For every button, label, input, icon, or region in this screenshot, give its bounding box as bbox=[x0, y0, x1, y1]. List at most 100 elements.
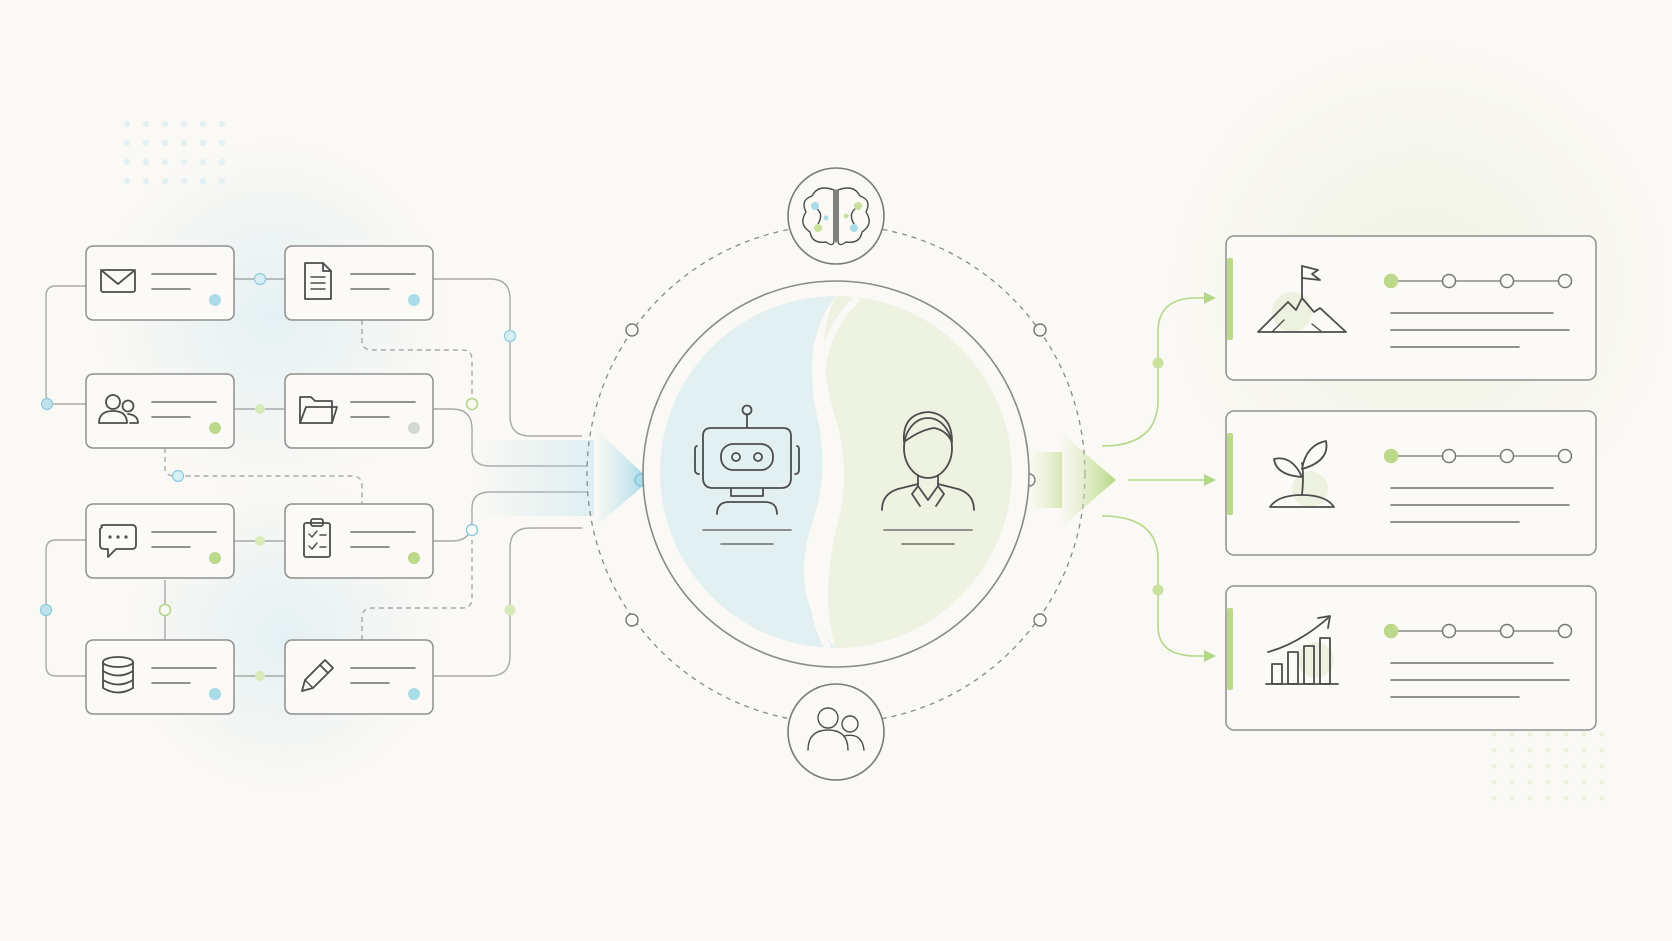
grid-dot bbox=[142, 158, 150, 166]
progress-step bbox=[1499, 273, 1515, 289]
grid-dot bbox=[1491, 747, 1497, 753]
progress-step bbox=[1441, 623, 1457, 639]
connector-line-dashed bbox=[361, 540, 473, 640]
output-card[interactable] bbox=[1225, 585, 1597, 731]
orbit-node bbox=[1033, 613, 1047, 627]
grid-dot bbox=[199, 139, 207, 147]
card-frame bbox=[1225, 585, 1597, 731]
input-node-card[interactable] bbox=[284, 639, 434, 715]
grid-dot bbox=[161, 139, 169, 147]
grid-dot bbox=[1599, 763, 1605, 769]
folder-icon bbox=[299, 396, 338, 424]
progress-step bbox=[1441, 273, 1457, 289]
input-node-card[interactable] bbox=[85, 639, 235, 715]
clipboard-checklist-icon bbox=[303, 518, 331, 558]
brain-icon bbox=[802, 187, 870, 246]
grid-dot bbox=[1527, 731, 1533, 737]
brain-satellite[interactable] bbox=[787, 167, 885, 265]
grid-dot bbox=[218, 177, 226, 185]
grid-dot bbox=[1527, 747, 1533, 753]
connector-arrowhead bbox=[1204, 292, 1216, 304]
card-accent-bar bbox=[1227, 608, 1233, 690]
junction-dot bbox=[171, 469, 185, 483]
status-dot bbox=[209, 294, 221, 306]
connector-arrowhead bbox=[1204, 474, 1216, 486]
grid-dot bbox=[123, 120, 131, 128]
grid-dot bbox=[1563, 731, 1569, 737]
card-frame bbox=[1225, 235, 1597, 381]
hub-divider bbox=[809, 295, 861, 650]
output-cards bbox=[1225, 235, 1597, 731]
input-node-card[interactable] bbox=[284, 373, 434, 449]
grid-dot bbox=[1581, 731, 1587, 737]
grid-dot bbox=[123, 177, 131, 185]
output-card[interactable] bbox=[1225, 235, 1597, 381]
connector-line bbox=[432, 278, 582, 437]
card-frame bbox=[85, 373, 235, 449]
pencil-icon bbox=[301, 659, 334, 692]
grid-dot bbox=[1581, 747, 1587, 753]
junction-dot bbox=[255, 404, 265, 414]
team-satellite[interactable] bbox=[787, 683, 885, 781]
status-dot bbox=[209, 552, 221, 564]
grid-dot bbox=[180, 177, 188, 185]
input-node-card[interactable] bbox=[85, 373, 235, 449]
grid-dot bbox=[1599, 747, 1605, 753]
grid-dot bbox=[218, 120, 226, 128]
grid-dot bbox=[142, 177, 150, 185]
grid-dot bbox=[1563, 779, 1569, 785]
junction-dot bbox=[255, 671, 265, 681]
junction-dot bbox=[39, 603, 53, 617]
progress-steps bbox=[1383, 623, 1573, 639]
grid-dot bbox=[1491, 731, 1497, 737]
input-node-card[interactable] bbox=[284, 245, 434, 321]
satellite-ring bbox=[787, 683, 885, 781]
input-node-card[interactable] bbox=[85, 503, 235, 579]
grid-dot bbox=[1509, 779, 1515, 785]
grid-dot bbox=[1491, 795, 1497, 801]
status-dot bbox=[408, 688, 420, 700]
document-icon bbox=[304, 262, 332, 300]
progress-step bbox=[1557, 623, 1573, 639]
card-accent-bar bbox=[1227, 258, 1233, 340]
grid-dot bbox=[1509, 763, 1515, 769]
grid-dot bbox=[1491, 763, 1497, 769]
card-frame bbox=[284, 245, 434, 321]
grid-dot bbox=[180, 158, 188, 166]
grid-dot bbox=[1581, 763, 1587, 769]
junction-dot bbox=[158, 603, 172, 617]
connector-line bbox=[45, 539, 86, 677]
grid-dot bbox=[123, 158, 131, 166]
card-frame bbox=[284, 503, 434, 579]
sprout-icon bbox=[1269, 440, 1335, 508]
person-icon bbox=[881, 411, 975, 545]
ai-half bbox=[660, 296, 836, 648]
dot-grid-right bbox=[1491, 731, 1605, 801]
growth-chart-icon bbox=[1265, 615, 1339, 685]
flow-arrowhead-blue bbox=[594, 428, 650, 528]
progress-step bbox=[1441, 448, 1457, 464]
card-frame bbox=[85, 503, 235, 579]
grid-dot bbox=[1581, 779, 1587, 785]
card-accent-bar bbox=[1227, 433, 1233, 515]
chat-bubble-icon bbox=[99, 524, 137, 558]
grid-dot bbox=[199, 120, 207, 128]
input-node-card[interactable] bbox=[85, 245, 235, 321]
progress-step bbox=[1499, 448, 1515, 464]
input-connectors bbox=[45, 278, 588, 677]
output-connectors bbox=[1101, 292, 1216, 662]
status-dot bbox=[408, 552, 420, 564]
grid-dot bbox=[142, 120, 150, 128]
grid-dot bbox=[1599, 795, 1605, 801]
status-dot bbox=[408, 294, 420, 306]
input-node-card[interactable] bbox=[284, 503, 434, 579]
connector-arrowhead bbox=[1204, 650, 1216, 662]
orbit-node bbox=[625, 323, 639, 337]
envelope-icon bbox=[100, 269, 136, 293]
grid-dot bbox=[1545, 747, 1551, 753]
progress-step bbox=[1499, 623, 1515, 639]
grid-dot bbox=[1599, 731, 1605, 737]
junction-dot bbox=[465, 397, 479, 411]
output-card[interactable] bbox=[1225, 410, 1597, 556]
team-icon bbox=[807, 707, 865, 751]
